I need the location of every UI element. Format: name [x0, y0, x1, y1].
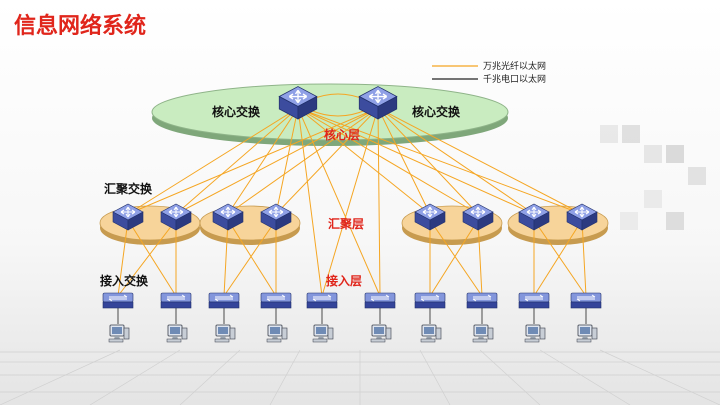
access-switch-icon — [306, 292, 338, 309]
core-switch-left-label: 核心交换 — [212, 105, 261, 119]
access-switch-icon — [518, 292, 550, 309]
floor-grid — [0, 349, 720, 405]
core-ring — [151, 83, 509, 141]
pc-icon — [370, 324, 392, 343]
access-layer-label: 接入层 — [326, 274, 363, 288]
access-switch-icon — [160, 292, 192, 309]
access-switch-icon — [414, 292, 446, 309]
access-switch-icon — [208, 292, 240, 309]
legend-copper-label: 千兆电口以太网 — [483, 75, 547, 85]
access-switch-icon — [102, 292, 134, 309]
pc-icon — [576, 324, 598, 343]
access-switch-icon — [466, 292, 498, 309]
pc-icon — [266, 324, 288, 343]
access-switch-icon — [260, 292, 292, 309]
background-decoration — [600, 125, 706, 230]
access-section-label: 接入交换 — [100, 274, 149, 288]
core-switch-right-label: 核心交换 — [412, 105, 461, 119]
page-title: 信息网络系统 — [14, 14, 147, 39]
pc-icon — [166, 324, 188, 343]
access-switch-icon — [570, 292, 602, 309]
pc-icon — [472, 324, 494, 343]
pc-icon — [214, 324, 236, 343]
pc-icon — [312, 324, 334, 343]
pc-icon — [420, 324, 442, 343]
aggregation-section-label: 汇聚交换 — [104, 182, 153, 196]
fiber-links-core-aggregation — [127, 93, 583, 297]
aggregation-layer-label: 汇聚层 — [328, 217, 365, 231]
legend-fiber-label: 万兆光纤以太网 — [483, 62, 547, 72]
pc-icon — [108, 324, 130, 343]
fiber-links-aggregation-access — [117, 219, 587, 297]
pc-icon — [524, 324, 546, 343]
access-switch-icon — [364, 292, 396, 309]
copper-links-access-pc — [117, 306, 587, 324]
core-layer-label: 核心层 — [324, 128, 361, 142]
